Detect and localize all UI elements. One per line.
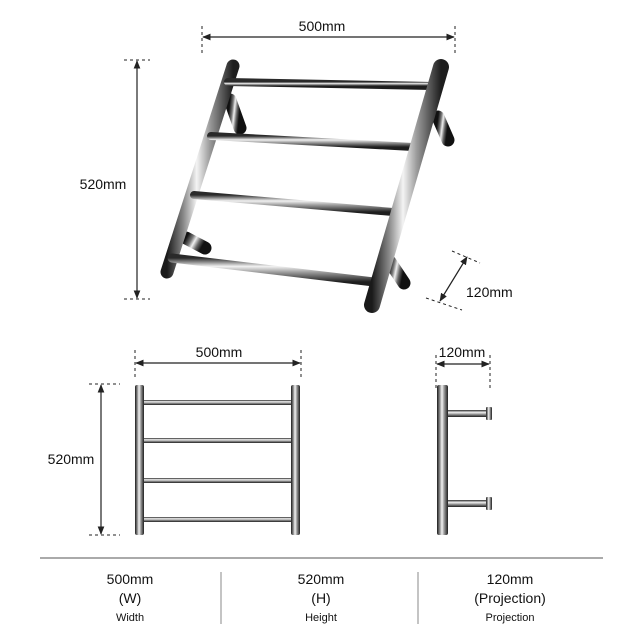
spec-projection-abbr: (Projection) (474, 590, 546, 606)
spec-height: 520mm (H) Height (221, 570, 421, 628)
spec-width-value: 500mm (106, 571, 154, 587)
iso-projection-label: 120mm (466, 284, 513, 300)
isometric-view: 500mm 520mm 120mm (70, 18, 513, 313)
side-standoff-top (446, 410, 488, 417)
side-rail (437, 385, 448, 535)
spec-width: 500mm (W) Width (30, 570, 230, 628)
iso-right-rail (364, 59, 449, 313)
iso-standoffs (179, 93, 455, 290)
front-height-label: 520mm (48, 451, 95, 467)
spec-width-label: Width (115, 612, 145, 624)
side-projection-dimension: 120mm (435, 344, 491, 388)
spec-height-abbr: (H) (311, 590, 331, 606)
spec-height-label: Height (305, 612, 337, 624)
iso-height-label: 520mm (80, 176, 127, 192)
iso-left-rail (160, 59, 240, 279)
front-view: 500mm 520mm (40, 344, 302, 536)
front-height-dimension: 520mm (40, 383, 120, 536)
front-bars (141, 400, 293, 522)
side-view: 120mm (435, 344, 492, 535)
front-width-dimension: 500mm (134, 344, 302, 380)
side-projection-label: 120mm (439, 344, 486, 360)
spec-height-value: 520mm (297, 571, 345, 587)
iso-bars (167, 78, 436, 287)
iso-height-dimension: 520mm (70, 59, 150, 300)
side-standoff-bottom (446, 500, 488, 507)
spec-projection: 120mm (Projection) Projection (410, 570, 610, 628)
iso-width-dimension: 500mm (201, 18, 456, 56)
front-right-rail (291, 385, 300, 535)
iso-projection-dimension: 120mm (425, 250, 513, 311)
front-width-label: 500mm (196, 344, 243, 360)
spec-projection-label: Projection (485, 612, 535, 624)
front-left-rail (135, 385, 144, 535)
spec-table-lines (40, 557, 603, 624)
iso-width-label: 500mm (299, 18, 346, 34)
spec-width-abbr: (W) (118, 590, 142, 606)
spec-projection-value: 120mm (486, 571, 534, 587)
